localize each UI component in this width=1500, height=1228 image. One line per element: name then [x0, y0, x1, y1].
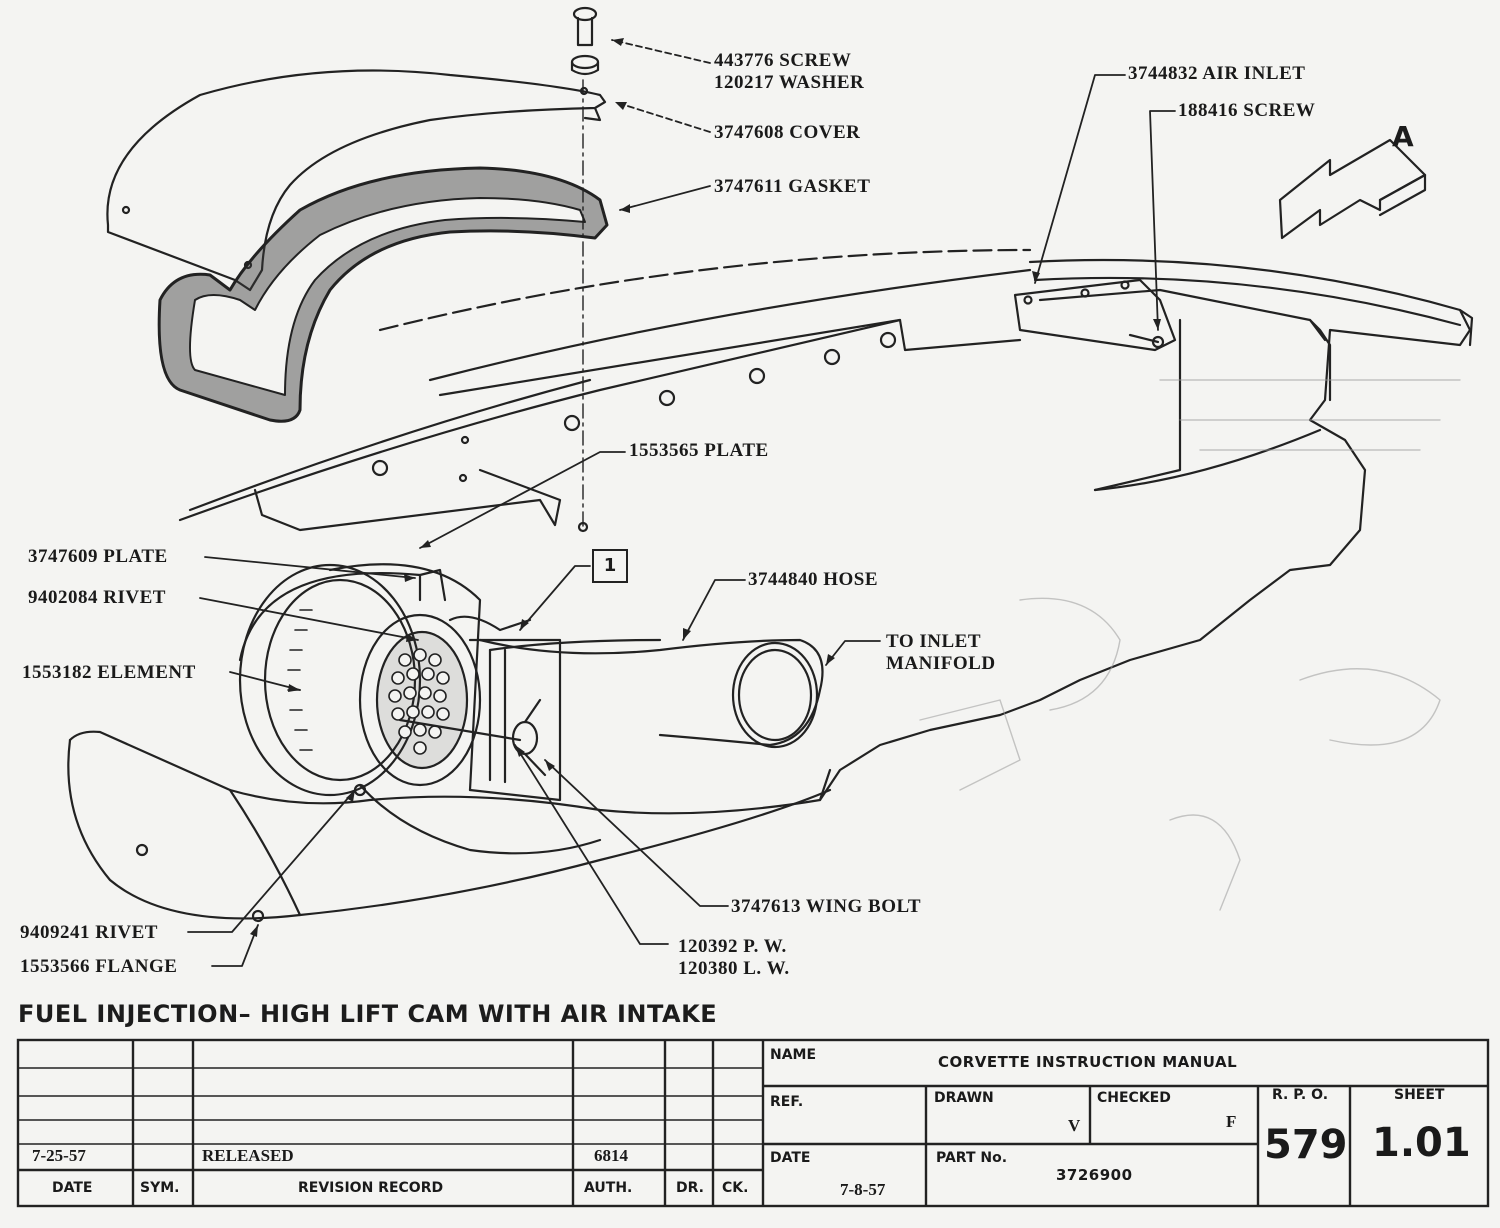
- callout-screw: 443776 SCREW: [714, 50, 852, 71]
- header-sym: SYM.: [140, 1180, 180, 1196]
- header-revision-record: REVISION RECORD: [298, 1180, 444, 1196]
- view-arrow-a: [1278, 138, 1427, 240]
- drawing-title: FUEL INJECTION– HIGH LIFT CAM WITH AIR I…: [18, 1000, 718, 1028]
- cover: [106, 69, 607, 292]
- callout-rivet-9402084: 9402084 RIVET: [28, 587, 166, 608]
- revision-auth: 6814: [594, 1146, 628, 1165]
- callout-to-inlet: TO INLET: [886, 631, 981, 652]
- header-ck: CK.: [722, 1180, 749, 1196]
- callout-lw: 120380 L. W.: [678, 958, 790, 979]
- hose: [478, 638, 824, 749]
- callout-manifold: MANIFOLD: [886, 653, 996, 674]
- revision-date: 7-25-57: [32, 1146, 86, 1165]
- air-inlet-housing: [818, 258, 1474, 802]
- ref-label: REF.: [770, 1094, 804, 1110]
- flange: [67, 730, 832, 923]
- rpo-value: 579: [1264, 1122, 1348, 1168]
- drawn-value: V: [1068, 1116, 1081, 1135]
- screw-washer: [570, 6, 600, 76]
- checked-label: CHECKED: [1097, 1090, 1171, 1106]
- name-value: CORVETTE INSTRUCTION MANUAL: [938, 1053, 1238, 1071]
- header-auth: AUTH.: [584, 1180, 633, 1196]
- callout-plate-1553565: 1553565 PLATE: [629, 440, 769, 461]
- callout-pw-lw: 120392 P. W. 120380 L. W.: [678, 936, 790, 980]
- header-date: DATE: [52, 1180, 93, 1196]
- name-label: NAME: [770, 1047, 817, 1063]
- callout-screw-washer: 443776 SCREW 120217 WASHER: [714, 50, 864, 94]
- callout-element: 1553182 ELEMENT: [22, 662, 196, 683]
- callout-gasket: 3747611 GASKET: [714, 176, 871, 197]
- callout-flange: 1553566 FLANGE: [20, 956, 178, 977]
- sheet-value: 1.01: [1372, 1120, 1471, 1166]
- note-box: 1: [592, 549, 628, 583]
- gasket: [157, 166, 609, 423]
- callout-rivet-9409241: 9409241 RIVET: [20, 922, 158, 943]
- part-label: PART No.: [936, 1150, 1008, 1166]
- view-marker: A: [1392, 120, 1414, 153]
- callout-plate-3747609: 3747609 PLATE: [28, 546, 168, 567]
- title-block-frame: [16, 1038, 1490, 1208]
- checked-value: F: [1226, 1112, 1237, 1131]
- callout-hose: 3744840 HOSE: [748, 569, 879, 590]
- callout-pw: 120392 P. W.: [678, 936, 787, 957]
- mounting-rail: [178, 318, 902, 532]
- part-value: 3726900: [1056, 1166, 1133, 1184]
- callout-washer: 120217 WASHER: [714, 72, 865, 93]
- callout-to-inlet-manifold: TO INLET MANIFOLD: [886, 631, 996, 675]
- callout-air-inlet: 3744832 AIR INLET: [1128, 63, 1306, 84]
- rpo-label: R. P. O.: [1272, 1087, 1329, 1103]
- date-value: 7-8-57: [840, 1180, 886, 1199]
- sheet-label: SHEET: [1394, 1087, 1445, 1103]
- header-dr: DR.: [676, 1180, 704, 1196]
- callout-screw-188416: 188416 SCREW: [1178, 100, 1316, 121]
- callout-wing-bolt: 3747613 WING BOLT: [731, 896, 922, 917]
- callout-cover: 3747608 COVER: [714, 122, 861, 143]
- air-cleaner-element: [238, 563, 562, 802]
- drawn-label: DRAWN: [934, 1090, 994, 1106]
- date-label: DATE: [770, 1150, 811, 1166]
- revision-description: RELEASED: [202, 1146, 294, 1165]
